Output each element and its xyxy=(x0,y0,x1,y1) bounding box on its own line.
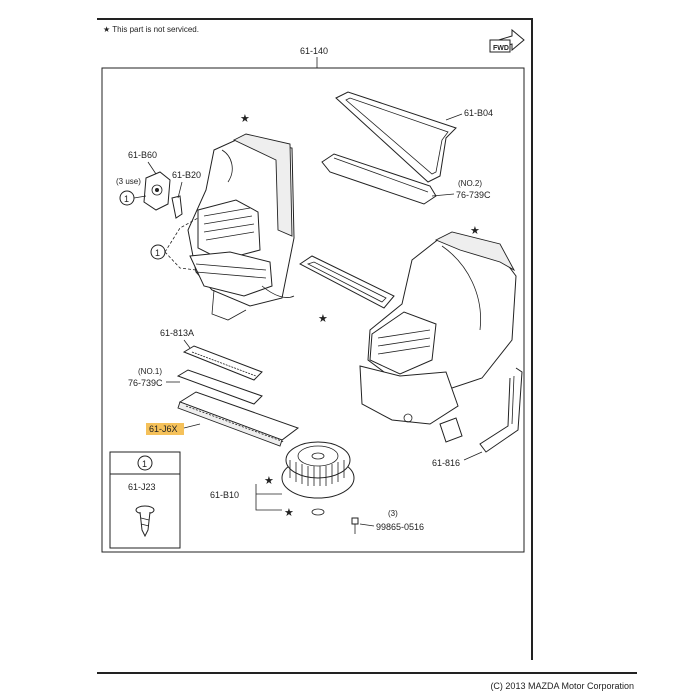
inset-61-j23: 1 61-J23 xyxy=(109,451,181,549)
part-61-b04-gasket xyxy=(335,91,457,183)
label-qty-3: (3) xyxy=(388,509,398,518)
right-rule xyxy=(531,18,533,660)
part-61-b10-blower xyxy=(281,441,355,499)
label-76-739c-1: 76-739C xyxy=(128,378,163,388)
callout-1-mid: 1 xyxy=(150,217,199,271)
label-61-140: 61-140 xyxy=(300,46,328,56)
legend-text: This part is not serviced. xyxy=(112,25,199,34)
part-61-j6x-filter xyxy=(177,391,300,447)
part-right-blower-housing xyxy=(359,231,517,443)
label-76-739c-2: 76-739C xyxy=(456,190,491,200)
svg-text:★: ★ xyxy=(240,112,250,125)
label-61-813a: 61-813A xyxy=(160,328,194,338)
star-markers: ★ ★ ★ ★ ★ xyxy=(240,112,480,519)
label-no2: (NO.2) xyxy=(458,179,482,188)
label-61-b60: 61-B60 xyxy=(128,150,157,160)
label-61-j23: 61-J23 xyxy=(128,482,156,492)
label-61-b10: 61-B10 xyxy=(210,490,239,500)
part-61-813a-filter xyxy=(182,345,263,381)
part-61-b60-actuator xyxy=(143,171,171,211)
label-no1: (NO.1) xyxy=(138,367,162,376)
label-3-use: (3 use) xyxy=(116,177,141,186)
callout-1-text: 1 xyxy=(124,194,129,204)
clip-icon xyxy=(135,505,155,538)
label-61-b04: 61-B04 xyxy=(464,108,493,118)
part-76-739c-no1-seal xyxy=(176,369,263,405)
label-61-j6x: 61-J6X xyxy=(149,424,178,434)
top-rule xyxy=(97,18,533,20)
svg-text:★: ★ xyxy=(318,312,328,325)
part-left-housing xyxy=(187,133,295,321)
label-61-816: 61-816 xyxy=(432,458,460,468)
star-icon: ★ xyxy=(103,25,111,34)
label-99865-0516: 99865-0516 xyxy=(376,522,424,532)
o-ring xyxy=(311,508,325,516)
svg-text:★: ★ xyxy=(470,224,480,237)
bottom-rule xyxy=(97,672,637,674)
assembly-box xyxy=(101,67,525,553)
part-99865-0516-screw xyxy=(351,517,359,534)
label-61-b20: 61-B20 xyxy=(172,170,201,180)
fwd-label: FWD xyxy=(493,45,509,52)
callout-1-text-2: 1 xyxy=(155,248,160,258)
svg-text:★: ★ xyxy=(264,474,274,487)
inset-callout-1: 1 xyxy=(142,459,147,469)
fwd-arrow-icon: FWD xyxy=(489,28,525,53)
svg-text:★: ★ xyxy=(284,506,294,519)
callout-1-upper: 1 xyxy=(119,190,147,206)
part-center-tray xyxy=(299,255,395,309)
copyright-text: (C) 2013 MAZDA Motor Corporation xyxy=(490,681,634,691)
part-61-b20-link xyxy=(171,195,183,219)
legend-note: ★ This part is not serviced. xyxy=(103,25,199,34)
label-61-j6x-highlight xyxy=(146,423,184,435)
part-61-816-hose xyxy=(479,367,523,453)
